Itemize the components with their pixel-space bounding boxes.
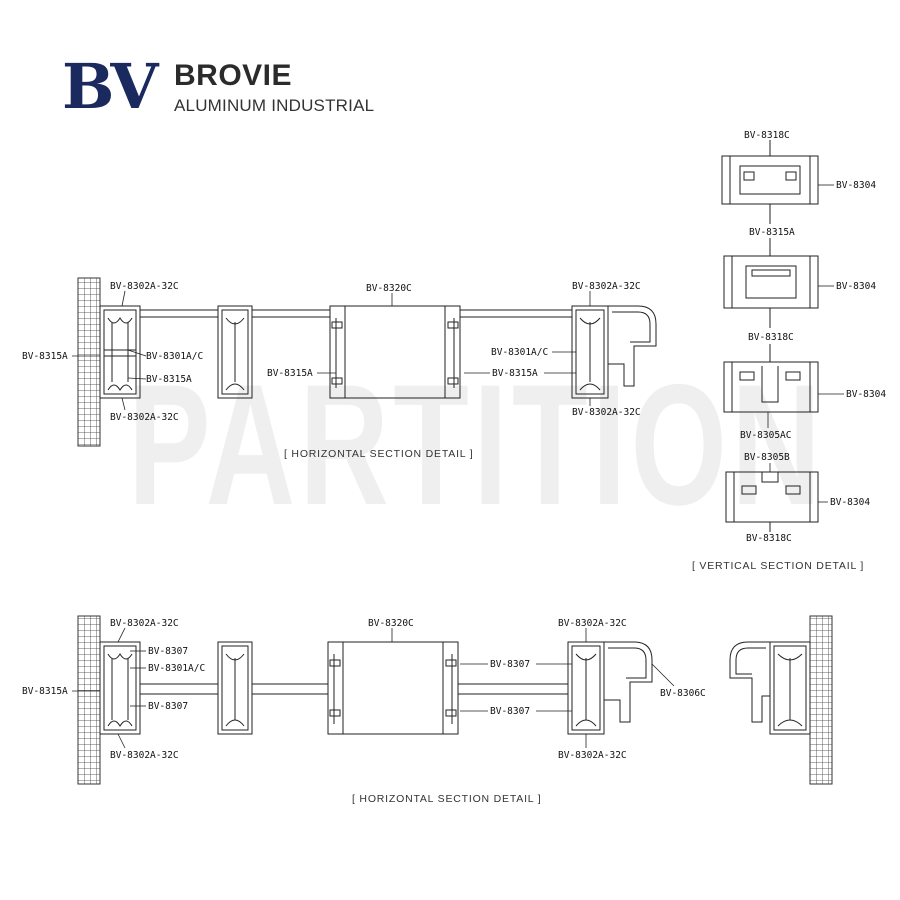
label-bottom-center-right2: BV-8307 <box>490 706 530 717</box>
label-top-center-top: BV-8320C <box>366 283 412 294</box>
label-v-a-top: BV-8318C <box>744 130 790 141</box>
label-bottom-right-bottom: BV-8302A-32C <box>558 750 627 761</box>
label-top-left-side: BV-8315A <box>22 351 68 362</box>
label-v-a-right: BV-8304 <box>836 180 876 191</box>
label-v-b-right: BV-8304 <box>836 281 876 292</box>
profile-left-top <box>99 305 141 399</box>
wall-right-bottom <box>809 615 833 785</box>
label-top-right-bottom: BV-8302A-32C <box>572 407 641 418</box>
vertical-labels: BV-8318C BV-8304 BV-8315A BV-8304 BV-831… <box>740 130 886 544</box>
profile-mullion-bottom <box>217 641 253 735</box>
label-bottom-left-side: BV-8315A <box>22 686 68 697</box>
label-v-c-top: BV-8318C <box>748 332 794 343</box>
glass-panel-top-2 <box>251 309 331 318</box>
label-bottom-left-mid2: BV-8301A/C <box>148 663 205 674</box>
profile-right-top <box>571 305 657 399</box>
bottom-horizontal-section <box>77 615 833 785</box>
glass-panel-bottom-2 <box>251 683 329 695</box>
glass-panel-bottom-3 <box>457 683 569 695</box>
brand-name: BROVIE <box>174 59 293 92</box>
label-v-c-right: BV-8304 <box>846 389 886 400</box>
glass-panel-top-1 <box>139 309 219 318</box>
caption-vertical: [ VERTICAL SECTION DETAIL ] <box>692 560 864 572</box>
label-v-d-bottom: BV-8318C <box>746 533 792 544</box>
profile-right-bottom <box>567 641 653 735</box>
bottom-labels: BV-8302A-32C BV-8315A BV-8307 BV-8301A/C… <box>22 618 706 761</box>
label-bottom-left-mid3: BV-8307 <box>148 701 188 712</box>
label-top-center-left: BV-8315A <box>267 368 313 379</box>
label-top-left-mid2: BV-8315A <box>146 374 192 385</box>
top-labels: BV-8302A-32C BV-8315A BV-8301A/C BV-8315… <box>22 281 641 423</box>
profile-left-bottom <box>99 641 141 735</box>
label-bottom-right-side: BV-8306C <box>660 688 706 699</box>
label-v-d-right: BV-8304 <box>830 497 870 508</box>
wall-left-top <box>77 277 101 447</box>
glass-panel-top-3 <box>459 309 573 318</box>
label-bottom-left-mid1: BV-8307 <box>148 646 188 657</box>
brand-logo: BV <box>62 50 158 123</box>
label-bottom-left-bottom: BV-8302A-32C <box>110 750 179 761</box>
profile-center-top <box>329 305 461 399</box>
label-top-left-top: BV-8302A-32C <box>110 281 179 292</box>
profile-far-right-bottom <box>729 641 811 735</box>
wall-left-bottom <box>77 615 101 785</box>
glass-panel-bottom-1 <box>139 683 219 695</box>
label-v-b-top: BV-8315A <box>749 227 795 238</box>
label-bottom-right-top: BV-8302A-32C <box>558 618 627 629</box>
label-top-left-bottom: BV-8302A-32C <box>110 412 179 423</box>
profile-center-bottom <box>327 641 459 735</box>
label-top-right-mid1: BV-8301A/C <box>491 347 548 358</box>
profile-mullion-top <box>217 305 253 399</box>
vertical-section <box>721 140 819 532</box>
caption-horizontal-top: [ HORIZONTAL SECTION DETAIL ] <box>284 448 473 460</box>
caption-horizontal-bottom: [ HORIZONTAL SECTION DETAIL ] <box>352 793 541 805</box>
label-v-d-top: BV-8305B <box>744 452 790 463</box>
brand-header: BV BROVIE ALUMINUM INDUSTRIAL <box>62 56 392 122</box>
label-top-right-top: BV-8302A-32C <box>572 281 641 292</box>
top-horizontal-section <box>77 277 657 447</box>
label-bottom-left-top: BV-8302A-32C <box>110 618 179 629</box>
label-top-left-mid1: BV-8301A/C <box>146 351 203 362</box>
label-top-right-mid2: BV-8315A <box>492 368 538 379</box>
label-v-c-bottom: BV-8305AC <box>740 430 791 441</box>
brand-subtitle: ALUMINUM INDUSTRIAL <box>174 96 375 115</box>
label-bottom-center-top: BV-8320C <box>368 618 414 629</box>
label-bottom-center-right1: BV-8307 <box>490 659 530 670</box>
